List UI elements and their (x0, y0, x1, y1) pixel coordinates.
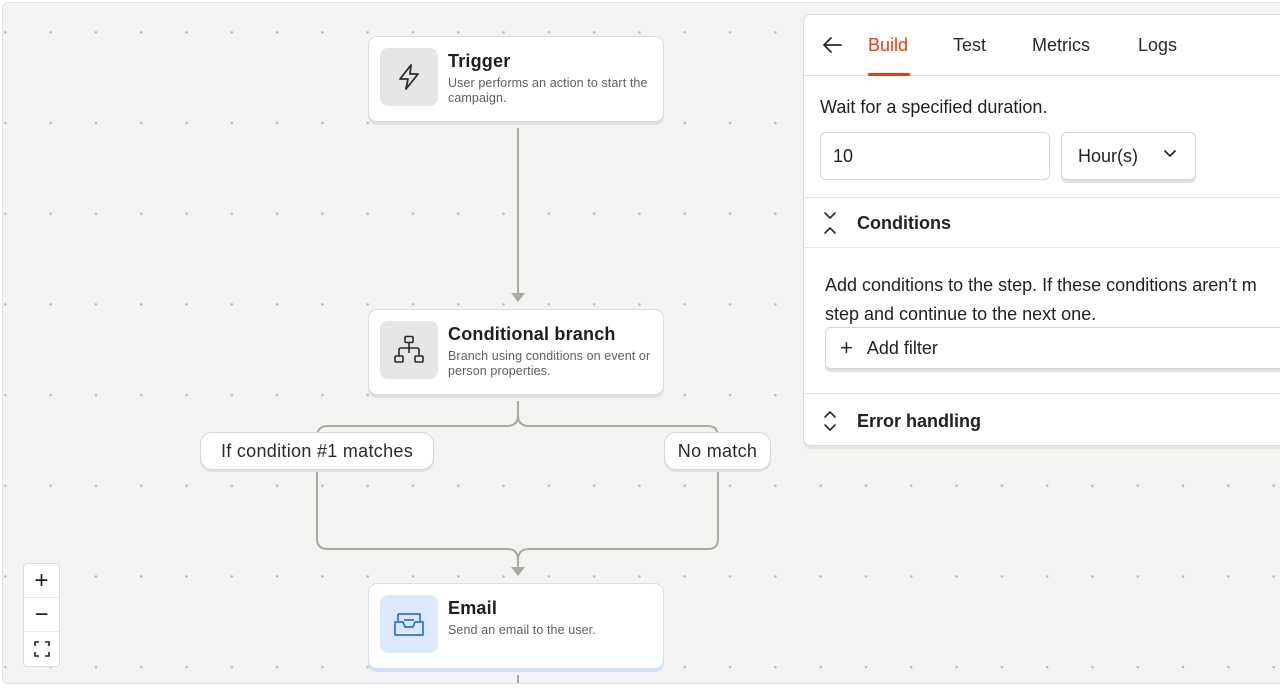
duration-input[interactable] (820, 132, 1050, 180)
branch-icon (380, 321, 438, 379)
conditions-description-line: step and continue to the next one. (825, 304, 1097, 324)
node-title: Trigger (448, 51, 511, 71)
error-handling-title: Error handling (857, 411, 982, 431)
chevron-down-icon (1164, 150, 1176, 157)
tab-test[interactable]: Test (953, 35, 987, 55)
back-button[interactable] (820, 33, 844, 62)
add-filter-label: Add filter (866, 337, 938, 358)
plus-icon: + (840, 335, 853, 360)
tab-build[interactable]: Build (868, 35, 909, 55)
node-conditional-branch[interactable]: Conditional branch Branch using conditio… (368, 309, 664, 395)
error-handling-section-header[interactable]: Error handling (804, 393, 1280, 445)
conditions-description: Add conditions to the step. If these con… (825, 271, 1280, 329)
active-tab-indicator (868, 73, 910, 76)
zoom-controls: + − (23, 563, 60, 667)
arrow-left-icon (823, 37, 842, 53)
edge-match-to-email (316, 471, 519, 570)
duration-unit-select[interactable]: Hour(s) (1061, 132, 1196, 180)
add-filter-button[interactable]: + Add filter (825, 327, 1280, 369)
edge-nomatch-to-email (517, 471, 719, 561)
node-email[interactable]: Email Send an email to the user. (368, 583, 664, 669)
conditions-description-line: Add conditions to the step. If these con… (825, 275, 1257, 295)
email-inbox-icon (380, 595, 438, 653)
zoom-out-button[interactable]: − (24, 598, 59, 632)
node-description: User performs an action to start the cam… (448, 76, 648, 105)
edge-arrowhead (511, 567, 525, 576)
conditions-title: Conditions (857, 213, 951, 233)
panel-tabs: Build Test Metrics Logs (804, 15, 1280, 76)
node-description: Send an email to the user. (448, 623, 596, 637)
conditions-body (804, 247, 1280, 393)
lightning-icon (380, 48, 438, 106)
tab-metrics[interactable]: Metrics (1032, 35, 1090, 55)
edge-arrowhead (511, 293, 525, 302)
node-description: Branch using conditions on event or pers… (448, 349, 651, 378)
node-title: Conditional branch (448, 324, 616, 344)
fit-view-button[interactable] (24, 632, 59, 666)
node-trigger[interactable]: Trigger User performs an action to start… (368, 36, 664, 122)
conditions-section-header[interactable]: Conditions (804, 197, 1280, 247)
fullscreen-icon (33, 641, 50, 657)
branch-label-condition-match[interactable]: If condition #1 matches (200, 432, 434, 470)
step-config-panel: Build Test Metrics Logs Wait for a speci… (803, 14, 1280, 446)
wait-description: Wait for a specified duration. (820, 97, 1048, 117)
branch-label-no-match[interactable]: No match (664, 432, 771, 470)
collapse-icon (824, 212, 836, 234)
tab-logs[interactable]: Logs (1138, 35, 1178, 55)
zoom-in-button[interactable]: + (24, 564, 59, 598)
node-title: Email (448, 598, 498, 618)
expand-icon (824, 411, 836, 431)
duration-unit-value: Hour(s) (1078, 145, 1139, 166)
